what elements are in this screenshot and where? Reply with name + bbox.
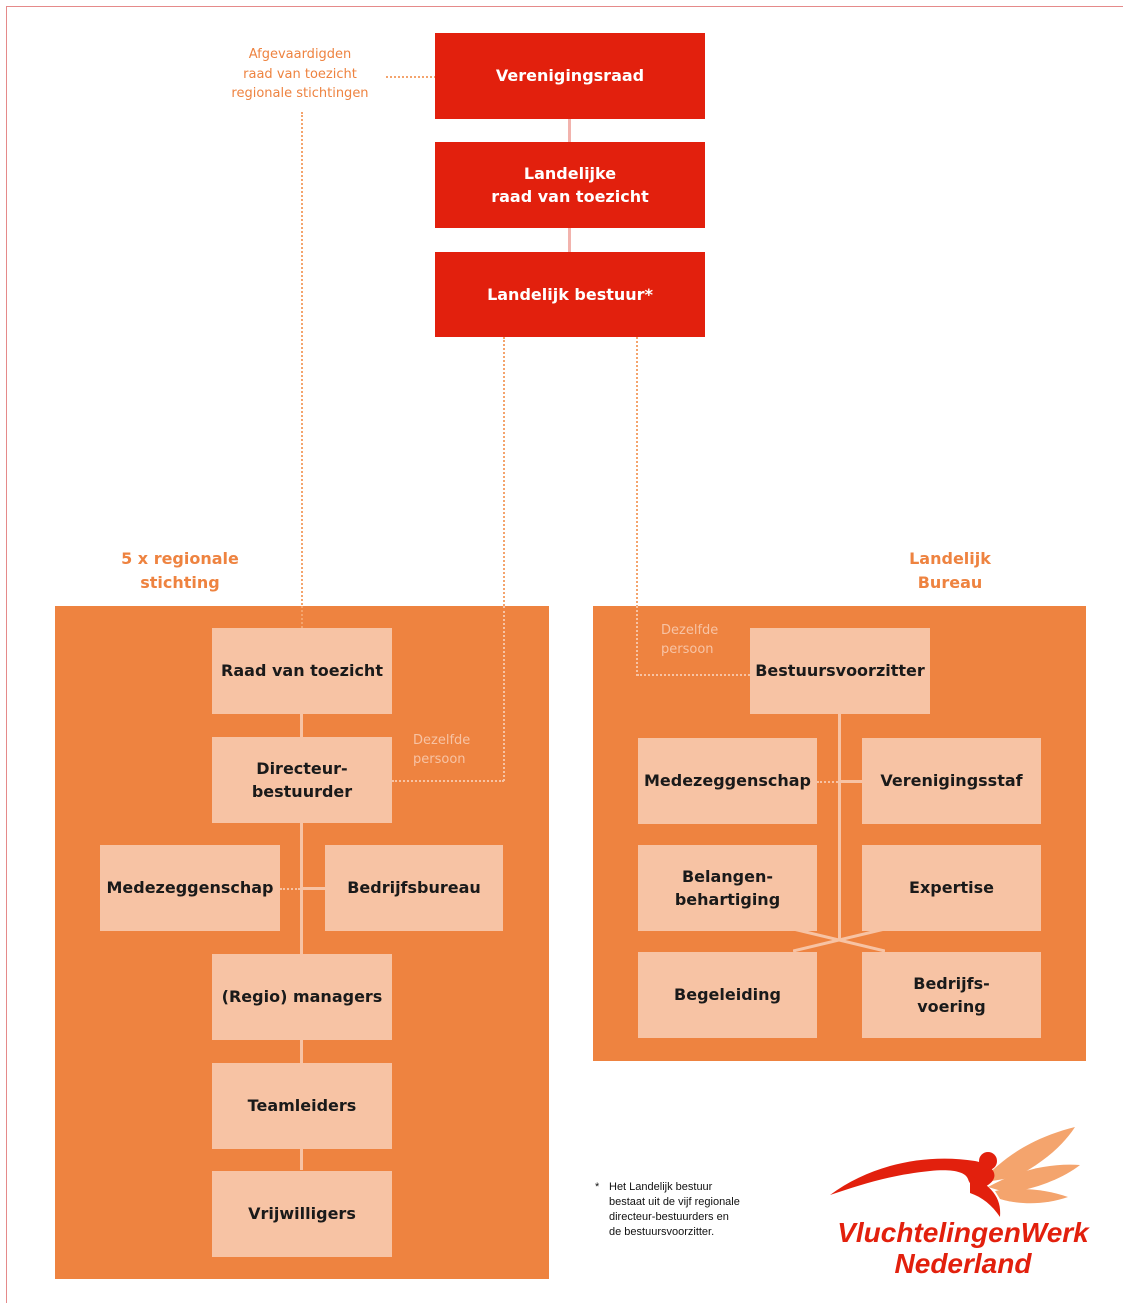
- regional-same-person-label: Dezelfde persoon: [413, 733, 471, 767]
- regional-managers-box: (Regio) managers: [212, 954, 392, 1040]
- dotted-bestuursvoorzitter-same-person: [637, 674, 750, 676]
- regional-teamleiders-box: Teamleiders: [212, 1063, 392, 1149]
- regional-vrijwilligers-box: Vrijwilligers: [212, 1171, 392, 1257]
- national-bestuursvoorzitter-box: Bestuursvoorzitter: [750, 628, 930, 714]
- national-begeleiding-box: Begeleiding: [638, 952, 817, 1038]
- national-belangenbehartiging-box: Belangen- behartiging: [638, 845, 817, 931]
- national-same-person-label: Dezelfde persoon: [661, 623, 719, 657]
- dotted-bestuur-into-national-panel: [636, 606, 638, 676]
- regional-main-spine: [300, 714, 303, 1170]
- page-frame: [6, 6, 1123, 1303]
- national-bedrijfsvoering-box: Bedrijfs- voering: [862, 952, 1041, 1038]
- dotted-regional-rvt-entry: [301, 606, 303, 628]
- dotted-afgevaardigden-to-verenigingsraad: [386, 76, 436, 78]
- verenigingsraad-box: Verenigingsraad: [435, 33, 705, 119]
- logo-line-1: VluchtelingenWerk: [837, 1217, 1089, 1248]
- regional-raad-van-toezicht-box: Raad van toezicht: [212, 628, 392, 714]
- landelijke-raad-van-toezicht-box: Landelijke raad van toezicht: [435, 142, 705, 228]
- dotted-bestuur-to-directeur: [503, 337, 505, 781]
- connector-verenigingsstaf: [841, 780, 862, 783]
- landelijk-bestuur-box: Landelijk bestuur*: [435, 252, 705, 337]
- dotted-directeur-same-person: [392, 780, 504, 782]
- logo-wordmark: VluchtelingenWerk Nederland: [818, 1217, 1108, 1280]
- dotted-regional-medezeggenschap: [280, 888, 300, 890]
- national-medezeggenschap-box: Medezeggenschap: [638, 738, 817, 824]
- national-expertise-box: Expertise: [862, 845, 1041, 931]
- national-cross-connector: [793, 927, 885, 953]
- dotted-bestuur-to-bestuursvoorzitter: [636, 337, 638, 607]
- flying-figure-logo-icon: [830, 1127, 1080, 1217]
- footnote-asterisk: *: [595, 1181, 600, 1193]
- regional-directeur-bestuurder-box: Directeur- bestuurder: [212, 737, 392, 823]
- logo-line-2: Nederland: [894, 1247, 1032, 1279]
- dotted-bestuur-into-regional-panel: [503, 606, 505, 781]
- footnote-text: Het Landelijk bestuur bestaat uit de vij…: [609, 1181, 740, 1238]
- dotted-afgevaardigden-to-regional-rvt: [301, 112, 303, 628]
- regional-medezeggenschap-box: Medezeggenschap: [100, 845, 280, 931]
- national-bureau-heading: Landelijk Bureau: [909, 549, 991, 592]
- connector-bedrijfsbureau: [303, 887, 325, 890]
- afgevaardigden-label: Afgevaardigden raad van toezicht regiona…: [231, 47, 369, 101]
- connector-verenigingsraad-rvt: [568, 118, 571, 142]
- connector-rvt-bestuur: [568, 228, 571, 252]
- national-main-spine: [838, 714, 841, 940]
- national-verenigingsstaf-box: Verenigingsstaf: [862, 738, 1041, 824]
- regional-foundation-heading: 5 x regionale stichting: [121, 549, 239, 592]
- dotted-national-medezeggenschap: [817, 781, 838, 783]
- regional-bedrijfsbureau-box: Bedrijfsbureau: [325, 845, 503, 931]
